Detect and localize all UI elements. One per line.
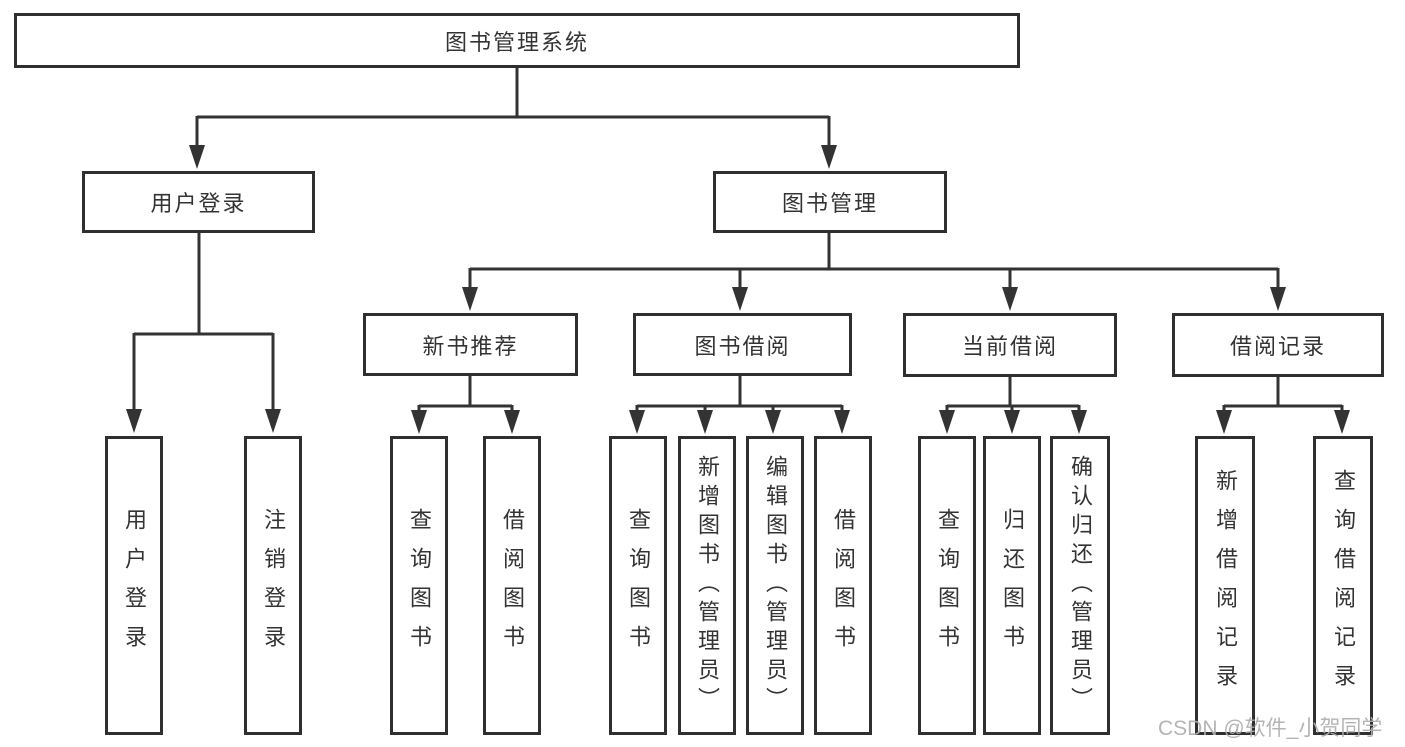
leaf-borrow-books-2: 借阅图书 xyxy=(814,436,872,735)
leaf-add-borrow-record-label: 新增借阅记录 xyxy=(1213,468,1238,703)
node-current-borrow-label: 当前借阅 xyxy=(961,334,1058,359)
node-borrow-records-label: 借阅记录 xyxy=(1229,334,1326,359)
node-new-book-recommend-label: 新书推荐 xyxy=(422,333,519,359)
leaf-edit-books-admin: 编辑图书（管理员） xyxy=(746,436,804,735)
node-root-label: 图书管理系统 xyxy=(444,29,589,55)
leaf-borrow-books-2-label: 借阅图书 xyxy=(831,507,856,664)
leaf-query-books-1: 查询图书 xyxy=(390,436,448,735)
leaf-query-books-3: 查询图书 xyxy=(918,436,976,735)
node-book-management-label: 图书管理 xyxy=(781,191,878,216)
leaf-return-books: 归还图书 xyxy=(983,436,1041,735)
leaf-confirm-return-admin-label: 确认归还（管理员） xyxy=(1068,455,1093,716)
node-current-borrow: 当前借阅 xyxy=(903,313,1117,377)
node-root: 图书管理系统 xyxy=(14,13,1020,68)
leaf-query-books-2: 查询图书 xyxy=(609,436,667,735)
leaf-add-borrow-record: 新增借阅记录 xyxy=(1195,436,1255,735)
leaf-confirm-return-admin: 确认归还（管理员） xyxy=(1050,436,1110,735)
leaf-query-borrow-record-label: 查询借阅记录 xyxy=(1331,468,1356,703)
leaf-edit-books-admin-label: 编辑图书（管理员） xyxy=(763,455,788,716)
leaf-return-books-label: 归还图书 xyxy=(1000,507,1025,664)
leaf-logout-label: 注销登录 xyxy=(261,507,286,664)
leaf-query-borrow-record: 查询借阅记录 xyxy=(1313,436,1373,735)
leaf-user-login-label: 用户登录 xyxy=(122,507,147,664)
node-book-management: 图书管理 xyxy=(713,171,947,233)
leaf-borrow-books-1: 借阅图书 xyxy=(483,436,541,735)
leaf-user-login: 用户登录 xyxy=(105,436,163,735)
leaf-query-books-3-label: 查询图书 xyxy=(935,507,960,664)
node-user-login: 用户登录 xyxy=(82,171,315,233)
node-new-book-recommend: 新书推荐 xyxy=(363,313,578,376)
node-user-login-label: 用户登录 xyxy=(150,191,247,216)
csdn-watermark: CSDN @软件_小贺同学 xyxy=(1158,717,1383,740)
node-book-borrow-label: 图书借阅 xyxy=(694,333,791,359)
leaf-query-books-2-label: 查询图书 xyxy=(626,507,651,664)
node-book-borrow: 图书借阅 xyxy=(633,313,852,376)
leaf-query-books-1-label: 查询图书 xyxy=(407,507,432,664)
leaf-borrow-books-1-label: 借阅图书 xyxy=(500,507,525,664)
leaf-add-books-admin: 新增图书（管理员） xyxy=(678,436,736,735)
leaf-add-books-admin-label: 新增图书（管理员） xyxy=(695,455,720,716)
node-borrow-records: 借阅记录 xyxy=(1172,313,1384,377)
leaf-logout: 注销登录 xyxy=(244,436,302,735)
